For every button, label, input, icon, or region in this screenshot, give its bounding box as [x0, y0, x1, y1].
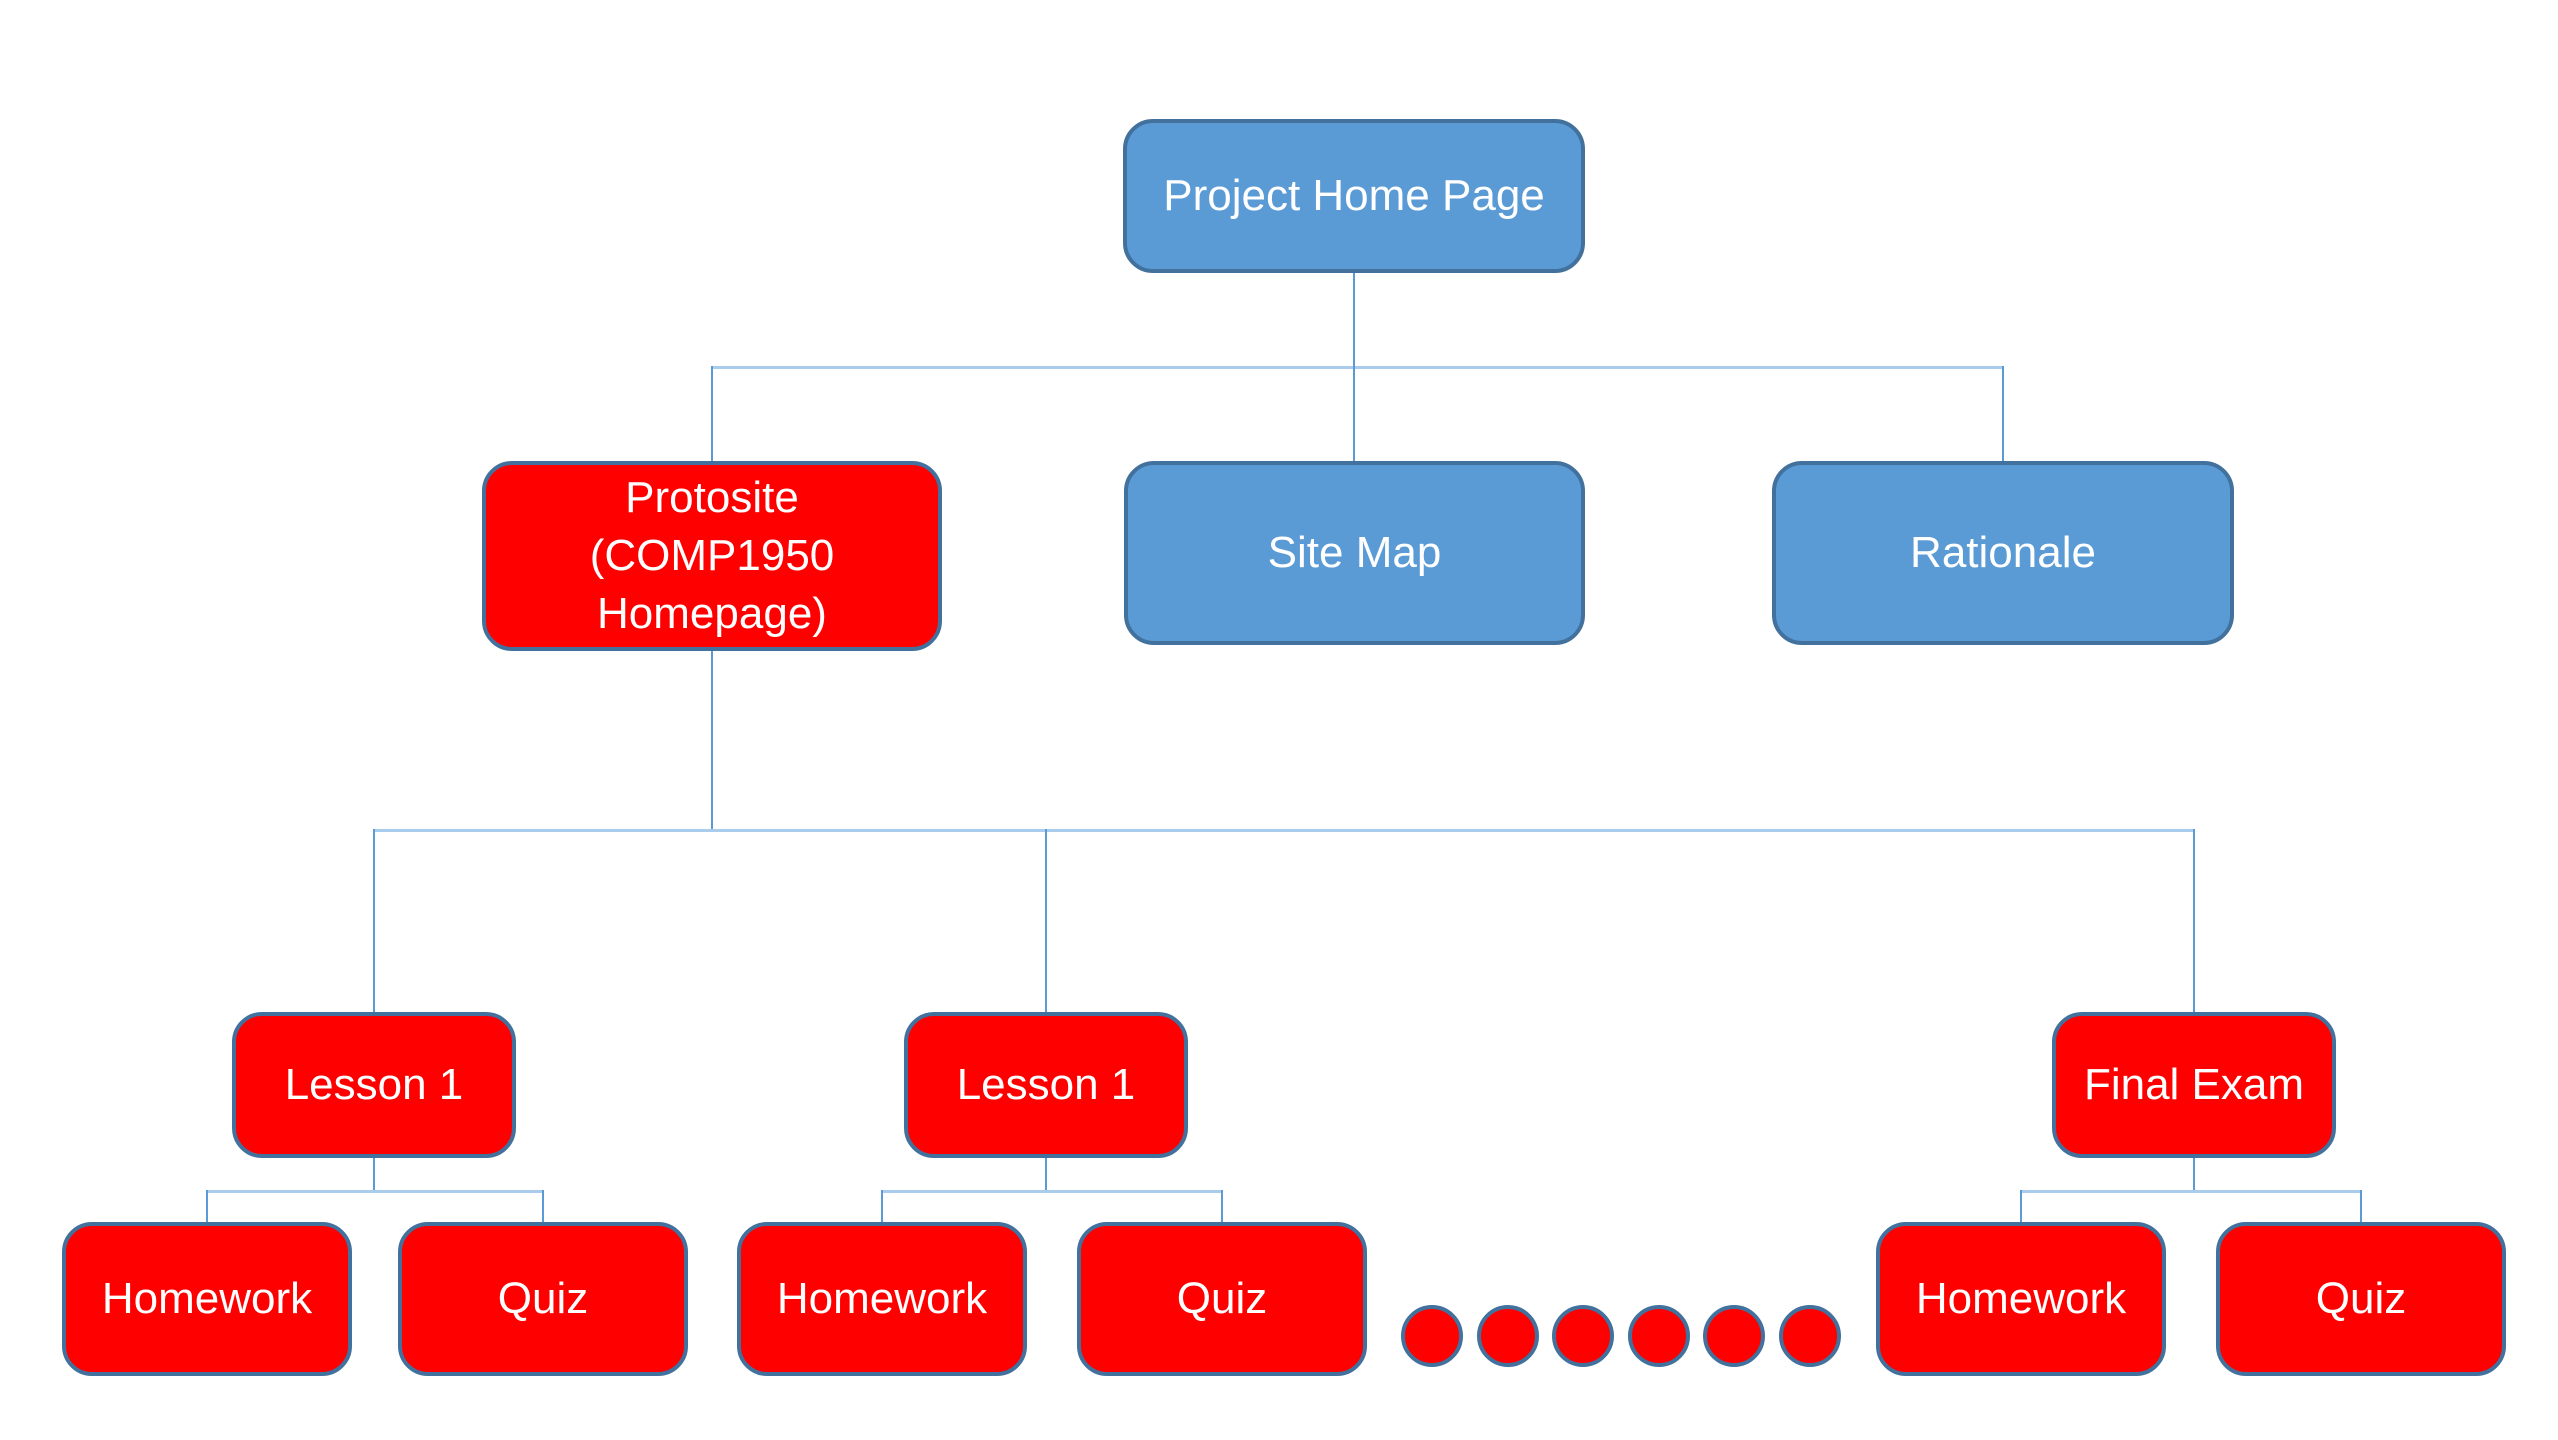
node-protosite: Protosite (COMP1950 Homepage): [482, 461, 942, 651]
node-rationale: Rationale: [1772, 461, 2234, 645]
connector-drop-lesson1-b: [1045, 829, 1047, 1012]
node-homework-c: Homework: [1876, 1222, 2166, 1376]
connector-level2-bar: [712, 366, 2003, 369]
connector-drop-site-map: [1353, 366, 1355, 461]
ellipsis-dot: [1778, 1305, 1841, 1367]
node-label: Final Exam: [2083, 1059, 2305, 1109]
node-label: Project Home Page: [1163, 170, 1545, 220]
connector-drop-quiz-c: [2360, 1190, 2362, 1222]
node-label: Quiz: [497, 1273, 589, 1323]
node-label: Homework: [101, 1273, 313, 1323]
node-quiz-c: Quiz: [2216, 1222, 2506, 1376]
connector-group1-bar: [207, 1190, 543, 1193]
connector-drop-homework-b: [881, 1190, 883, 1222]
node-label: Lesson 1: [284, 1059, 464, 1109]
connector-lesson1-b-stem: [1045, 1158, 1047, 1190]
node-quiz-b: Quiz: [1077, 1222, 1367, 1376]
connector-level3-bar: [374, 829, 2194, 832]
node-final-exam: Final Exam: [2052, 1012, 2336, 1158]
connector-group2-bar: [882, 1190, 1222, 1193]
ellipsis-dot: [1401, 1305, 1463, 1367]
connector-lesson1-a-stem: [373, 1158, 375, 1190]
connector-drop-protosite: [711, 366, 713, 461]
ellipsis-dot: [1703, 1305, 1766, 1367]
node-label: Site Map: [1267, 527, 1442, 577]
connector-group3-bar: [2021, 1190, 2361, 1193]
ellipsis-dot: [1552, 1305, 1615, 1367]
connector-drop-homework-a: [206, 1190, 208, 1222]
node-homework-b: Homework: [737, 1222, 1027, 1376]
connector-final-exam-stem: [2193, 1158, 2195, 1190]
connector-drop-quiz-a: [542, 1190, 544, 1222]
node-label: Protosite (COMP1950 Homepage): [589, 472, 835, 639]
connector-home-stem: [1353, 273, 1355, 366]
node-lesson1-a: Lesson 1: [232, 1012, 516, 1158]
ellipsis-dot: [1476, 1305, 1539, 1367]
node-homework-a: Homework: [62, 1222, 352, 1376]
ellipsis-dot: [1627, 1305, 1690, 1367]
node-label: Homework: [1915, 1273, 2127, 1323]
connector-drop-lesson1-a: [373, 829, 375, 1012]
node-project-home-page: Project Home Page: [1123, 119, 1585, 273]
node-label: Quiz: [2315, 1273, 2407, 1323]
connector-protosite-stem: [711, 651, 713, 829]
node-label: Homework: [776, 1273, 988, 1323]
connector-drop-final-exam: [2193, 829, 2195, 1012]
connector-drop-homework-c: [2020, 1190, 2022, 1222]
ellipsis-dots: [1401, 1305, 1841, 1367]
node-label: Quiz: [1176, 1273, 1268, 1323]
node-site-map: Site Map: [1124, 461, 1585, 645]
node-quiz-a: Quiz: [398, 1222, 688, 1376]
node-label: Rationale: [1910, 527, 2096, 577]
node-label: Lesson 1: [956, 1059, 1136, 1109]
connector-drop-rationale: [2002, 366, 2004, 461]
connector-drop-quiz-b: [1221, 1190, 1223, 1222]
node-lesson1-b: Lesson 1: [904, 1012, 1188, 1158]
